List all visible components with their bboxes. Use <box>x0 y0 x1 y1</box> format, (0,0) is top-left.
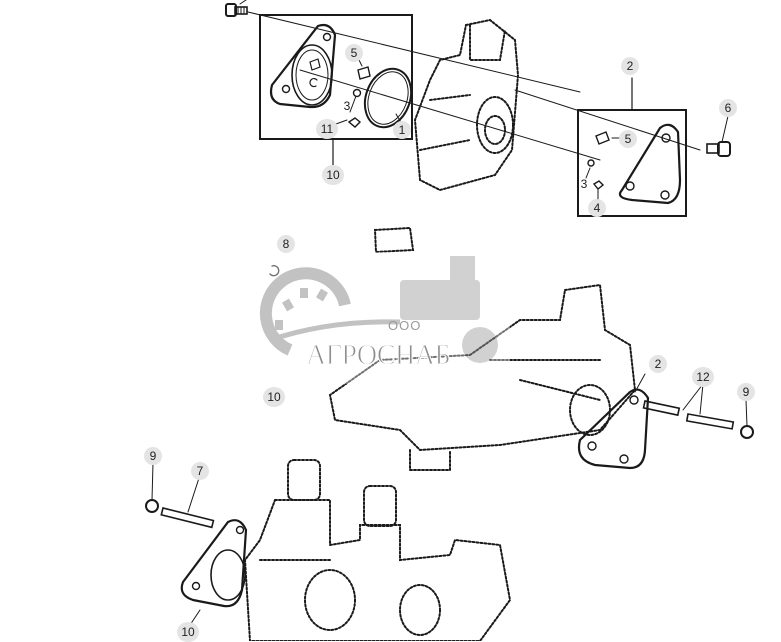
callout-1: 1 <box>393 121 411 139</box>
callout-9-right: 9 <box>737 383 755 401</box>
nut-9-left <box>145 462 159 513</box>
cover-plate-right <box>585 123 682 205</box>
watermark-prefix: ООО <box>388 318 422 333</box>
studs-12 <box>642 383 735 430</box>
bolt-6 <box>706 115 731 157</box>
callout-8: 8 <box>277 235 295 253</box>
callout-10-mid: 10 <box>263 387 285 407</box>
callout-2-mid: 2 <box>649 355 667 373</box>
o-ring <box>363 67 413 129</box>
stud-7 <box>160 477 215 529</box>
cover-plate-bottom <box>180 519 248 626</box>
watermark-name: АГРОСНАБ <box>305 340 451 372</box>
pump-body-bottom <box>243 459 512 641</box>
callout-5-right: 5 <box>619 130 637 148</box>
callout-10-bottom: 10 <box>177 622 199 642</box>
callout-7: 7 <box>191 462 209 480</box>
callout-11: 11 <box>316 119 338 139</box>
pump-body-top <box>413 18 520 192</box>
callout-2-top: 2 <box>621 57 639 75</box>
callout-5-left: 5 <box>345 44 363 62</box>
cover-plate-left <box>269 23 337 109</box>
callout-3-right: 3 <box>580 177 588 191</box>
pump-body-middle <box>328 226 637 471</box>
cover-plate-middle <box>577 373 650 470</box>
callout-3-left: 3 <box>343 99 351 113</box>
callout-9-left: 9 <box>144 447 162 465</box>
callout-6: 6 <box>719 99 737 117</box>
bolt-top-left <box>225 0 248 17</box>
callout-10-top: 10 <box>322 165 344 185</box>
nut-9-right <box>740 399 754 439</box>
watermark-logo <box>250 252 510 384</box>
detail-box-left <box>259 14 413 140</box>
callout-4: 4 <box>588 199 606 217</box>
callout-12: 12 <box>692 367 714 387</box>
